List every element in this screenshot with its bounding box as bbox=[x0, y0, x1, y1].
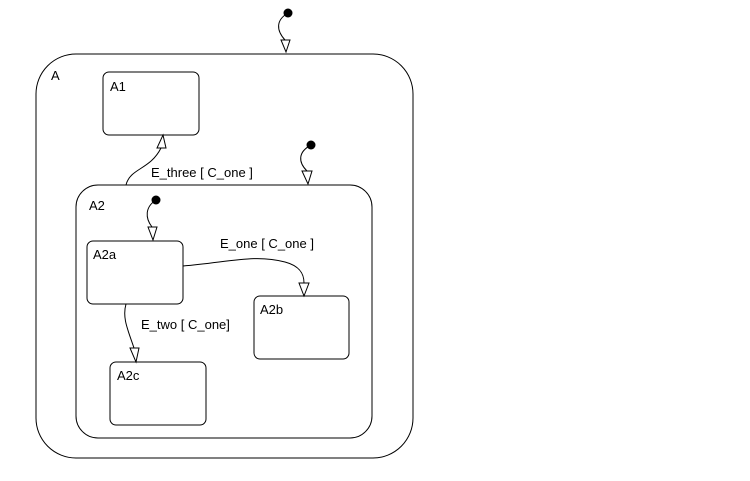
state-A-label: A bbox=[51, 68, 60, 83]
transition-path bbox=[125, 147, 162, 186]
state-A2a-box bbox=[86, 240, 184, 305]
transition-path bbox=[124, 303, 135, 349]
state-A2[interactable]: A2 bbox=[75, 184, 373, 439]
default-transition-path bbox=[278, 12, 289, 41]
state-A1-label: A1 bbox=[110, 79, 126, 94]
arrowhead-icon bbox=[280, 39, 291, 54]
state-A2c-label: A2c bbox=[117, 368, 140, 383]
transition-label: E_one [ C_one ] bbox=[220, 236, 314, 251]
state-A2-box bbox=[75, 184, 373, 439]
state-A2-label: A2 bbox=[89, 198, 105, 213]
default-transition-A2a[interactable] bbox=[146, 195, 161, 242]
state-A-box bbox=[35, 53, 414, 459]
transition-A2a-to-A2c[interactable]: E_two [ C_one] bbox=[124, 303, 230, 364]
state-A2b[interactable]: A2b bbox=[253, 295, 350, 360]
default-transition-A2[interactable] bbox=[300, 140, 316, 186]
state-A2c[interactable]: A2c bbox=[109, 361, 207, 426]
state-A2b-label: A2b bbox=[260, 302, 283, 317]
arrowhead-icon bbox=[298, 282, 310, 298]
transition-A2a-to-A2b[interactable]: E_one [ C_one ] bbox=[182, 236, 314, 298]
default-transition-path bbox=[300, 144, 312, 172]
transition-path bbox=[182, 258, 305, 284]
state-A2a-label: A2a bbox=[93, 247, 117, 262]
arrowhead-icon bbox=[301, 170, 313, 186]
default-transition-A[interactable] bbox=[278, 8, 293, 54]
transition-label: E_three [ C_one ] bbox=[151, 165, 253, 180]
state-A2a[interactable]: A2a bbox=[86, 240, 184, 305]
state-A1[interactable]: A1 bbox=[102, 71, 200, 136]
state-A[interactable]: A bbox=[35, 53, 414, 459]
arrowhead-icon bbox=[147, 226, 158, 242]
default-transition-path bbox=[146, 199, 157, 228]
state-A2c-box bbox=[109, 361, 207, 426]
state-A2b-box bbox=[253, 295, 350, 360]
arrowhead-icon bbox=[156, 133, 167, 149]
arrowhead-icon bbox=[129, 347, 140, 364]
transition-A2-to-A1[interactable]: E_three [ C_one ] bbox=[125, 133, 253, 186]
transition-label: E_two [ C_one] bbox=[141, 317, 230, 332]
state-A1-box bbox=[102, 71, 200, 136]
